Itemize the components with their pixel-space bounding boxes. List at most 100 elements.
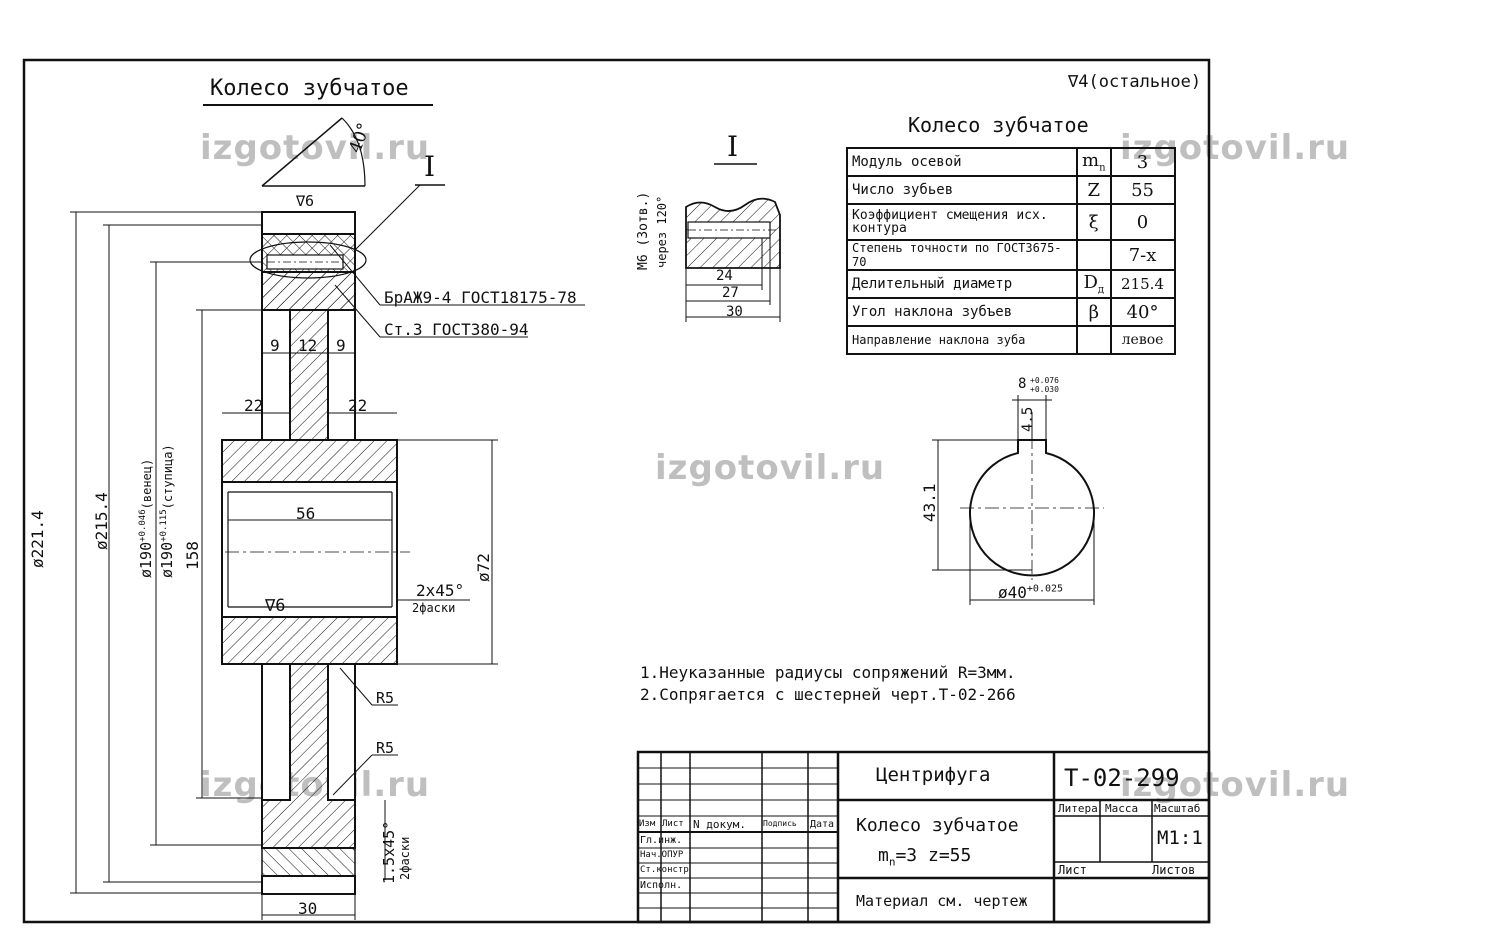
title-block [636,750,1211,924]
params-row: Направление наклона зуба левое [846,325,1176,355]
dim-chamfer2: 1.5x45° [380,820,398,884]
stamp-row-glinzh: Гл.инж. [640,835,683,846]
material-hub: Ст.3 ГОСТ380-94 [384,320,529,339]
dim-d190-hub: ø190+0.115(ступица) [158,444,176,578]
dim-r5-b: R5 [376,739,395,757]
horizontal-dimensions [222,352,470,920]
param-name: Угол наклона зубъев [846,297,1078,327]
stamp-row-ispoln: Исполн. [640,880,683,891]
param-sym [1076,239,1112,271]
stamp-col-ndok: N докум. [693,818,746,831]
dim-w22a: 22 [244,396,264,415]
param-val: левое [1109,325,1176,355]
roughness-bore: ∇6 [265,596,286,616]
stamp-number: Т-02-299 [1064,764,1180,792]
param-sym: Dд [1076,269,1112,299]
param-name: Модуль осевой [846,147,1078,177]
section-label-main: I [424,150,436,183]
stamp-scale: М1:1 [1157,827,1203,849]
note-2: 2.Сопрягается с шестерней черт.Т-02-266 [640,685,1016,704]
detail-dim-24: 24 [716,268,733,284]
dim-w9a: 9 [270,336,280,355]
detail-thread-note: через 120° [655,195,669,268]
detail-thread: М6 (3отв.) [636,191,651,270]
stamp-name: Колесо зубчатое [856,815,1019,836]
stamp-col-izm: Изм [639,819,656,829]
dim-w9b: 9 [336,336,346,355]
keyway-h431: 43.1 [920,483,939,522]
dim-w30: 30 [298,899,318,918]
material-rim: БрАЖ9-4 ГОСТ18175-78 [384,288,577,307]
param-val: 55 [1109,175,1176,205]
stamp-list: Лист [1058,863,1087,877]
stamp-row-stk: Ст.констр [640,865,689,875]
vertical-dimensions [70,211,498,894]
param-name: Число зубьев [846,175,1078,205]
param-val: 215.4 [1109,269,1176,299]
detail-view-I [685,163,781,322]
roughness-other: ∇4(остальное) [1068,72,1202,92]
param-name: Делительный диаметр [846,269,1078,299]
stamp-col-list: Лист [662,819,684,829]
stamp-massa: Масса [1105,802,1139,815]
dim-chamfer-note: 2фаски [412,601,456,615]
dim-d215: ø215.4 [92,492,111,550]
helix-angle-symbol [261,117,366,187]
param-sym: β [1076,297,1112,327]
param-val: 0 [1109,203,1176,241]
dim-w22b: 22 [348,396,368,415]
watermark: izgotovil.ru [200,128,431,168]
param-sym: mn [1076,147,1112,177]
stamp-col-data: Дата [810,819,835,830]
stamp-material: Материал см. чертеж [856,892,1028,910]
stamp-row-nach: Нач.ОПУР [640,850,684,860]
param-name: Степень точности по ГОСТ3675-70 [846,239,1078,271]
dim-chamfer: 2x45° [416,581,465,600]
sheet-border [22,58,1211,924]
params-row: Число зубьев Z 55 [846,175,1176,205]
keyway-width: 8 [1018,376,1027,392]
stamp-product: Центрифуга [876,764,991,786]
keyway-width-tol: +0.076+0.030 [1030,376,1059,394]
stamp-col-podp: Подпись [763,819,797,828]
param-val: 40° [1109,297,1176,327]
params-row: Коэффициент смещения исх. контура ξ 0 [846,203,1176,241]
keyway-section [932,395,1104,605]
params-row: Угол наклона зубъев β 40° [846,297,1176,327]
param-name: Коэффициент смещения исх. контура [846,203,1078,241]
dim-chamfer2-note: 2фаски [398,836,412,880]
stamp-listov: Листов [1152,863,1196,877]
dim-d72: ø72 [474,553,493,582]
watermark: izgotovil.ru [1120,765,1351,805]
params-row: Модуль осевой mn 3 [846,147,1176,177]
params-row: Степень точности по ГОСТ3675-70 7-х [846,239,1176,271]
detail-dim-27: 27 [722,285,739,301]
stamp-spec: mn=3 z=55 [878,845,972,869]
param-val: 7-х [1109,239,1176,271]
gear-section [221,184,445,895]
param-name: Направление наклона зуба [846,325,1078,355]
detail-dim-30: 30 [726,304,743,320]
drawing-title: Колесо зубчатое [210,76,409,101]
param-sym: ξ [1076,203,1112,241]
dim-h158: 158 [183,541,202,570]
watermark: izgotovil.ru [655,448,886,488]
param-sym: Z [1076,175,1112,205]
roughness-rim: ∇6 [296,192,315,210]
params-row: Делительный диаметр Dд 215.4 [846,269,1176,299]
params-title: Колесо зубчатое [908,113,1089,137]
dim-w56: 56 [296,504,316,523]
dim-d190-rim: ø190+0.046(венец) [137,458,155,578]
params-table: Модуль осевой mn 3 Число зубьев Z 55 Коэ… [846,147,1176,355]
dim-w12: 12 [298,336,318,355]
param-val: 3 [1109,147,1176,177]
stamp-masshtab: Масштаб [1154,802,1201,815]
stamp-litera: Литера [1058,802,1098,815]
keyway-depth: 4.5 [1020,406,1036,432]
dim-r5-a: R5 [376,689,395,707]
dim-d221: ø221.4 [28,510,47,568]
param-sym [1076,325,1112,355]
keyway-d40: ø40+0.025 [998,583,1064,602]
section-label-detail: I [727,130,739,163]
